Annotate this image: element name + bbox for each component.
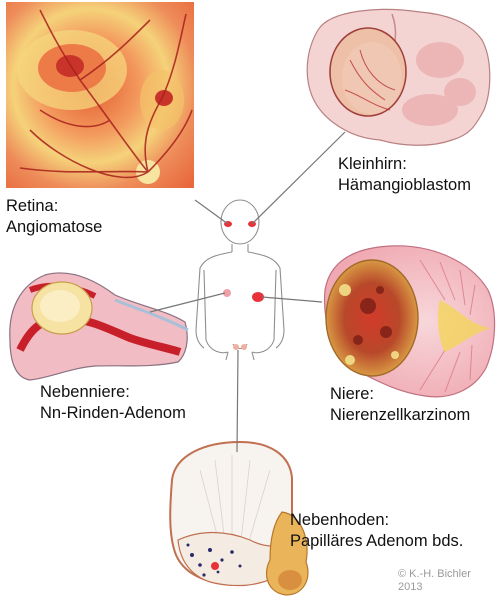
leader-line-cerebellum [251,131,346,225]
label-cerebellum-finding: Hämangioblastom [338,176,471,194]
label-retina: Retina: Angiomatose [6,196,102,238]
leader-line-kidney [261,296,323,303]
cerebellum-illustration [306,8,491,146]
adrenal-illustration [9,272,189,381]
leader-line-epididymis [236,349,239,453]
copyright-line-1: © K.-H. Bichler [398,568,471,580]
label-adrenal-organ: Nebenniere: [40,383,130,401]
leader-line-retina [194,199,229,225]
lesion-marker-epididymis-left [233,344,239,350]
leader-line-adrenal [149,292,226,313]
label-retina-organ: Retina: [6,197,59,215]
lesion-marker-epididymis-right [241,344,247,350]
label-adrenal: Nebenniere: Nn-Rinden-Adenom [40,382,186,424]
label-epididymis-organ: Nebenhoden: [290,511,390,529]
kidney-illustration [323,245,496,398]
label-adrenal-finding: Nn-Rinden-Adenom [40,404,186,422]
label-retina-finding: Angiomatose [6,218,103,236]
copyright-notice: © K.-H. Bichler 2013 [398,568,471,594]
body-outline [195,199,285,361]
label-cerebellum: Kleinhirn: Hämangioblastom [338,154,471,196]
label-kidney-organ: Niere: [330,385,375,403]
lesion-marker-adrenal [223,289,231,297]
label-cerebellum-organ: Kleinhirn: [338,155,407,173]
label-kidney: Niere: Nierenzellkarzinom [330,384,470,426]
leader-lines [149,131,346,453]
label-kidney-finding: Nierenzellkarzinom [330,406,471,424]
label-epididymis-finding: Papilläres Adenom bds. [290,532,464,550]
copyright-line-2: 2013 [398,581,423,593]
retina-illustration [6,2,194,188]
lesion-marker-kidney [252,292,264,302]
label-epididymis: Nebenhoden: Papilläres Adenom bds. [290,510,463,552]
epididymis-illustration [169,440,309,596]
